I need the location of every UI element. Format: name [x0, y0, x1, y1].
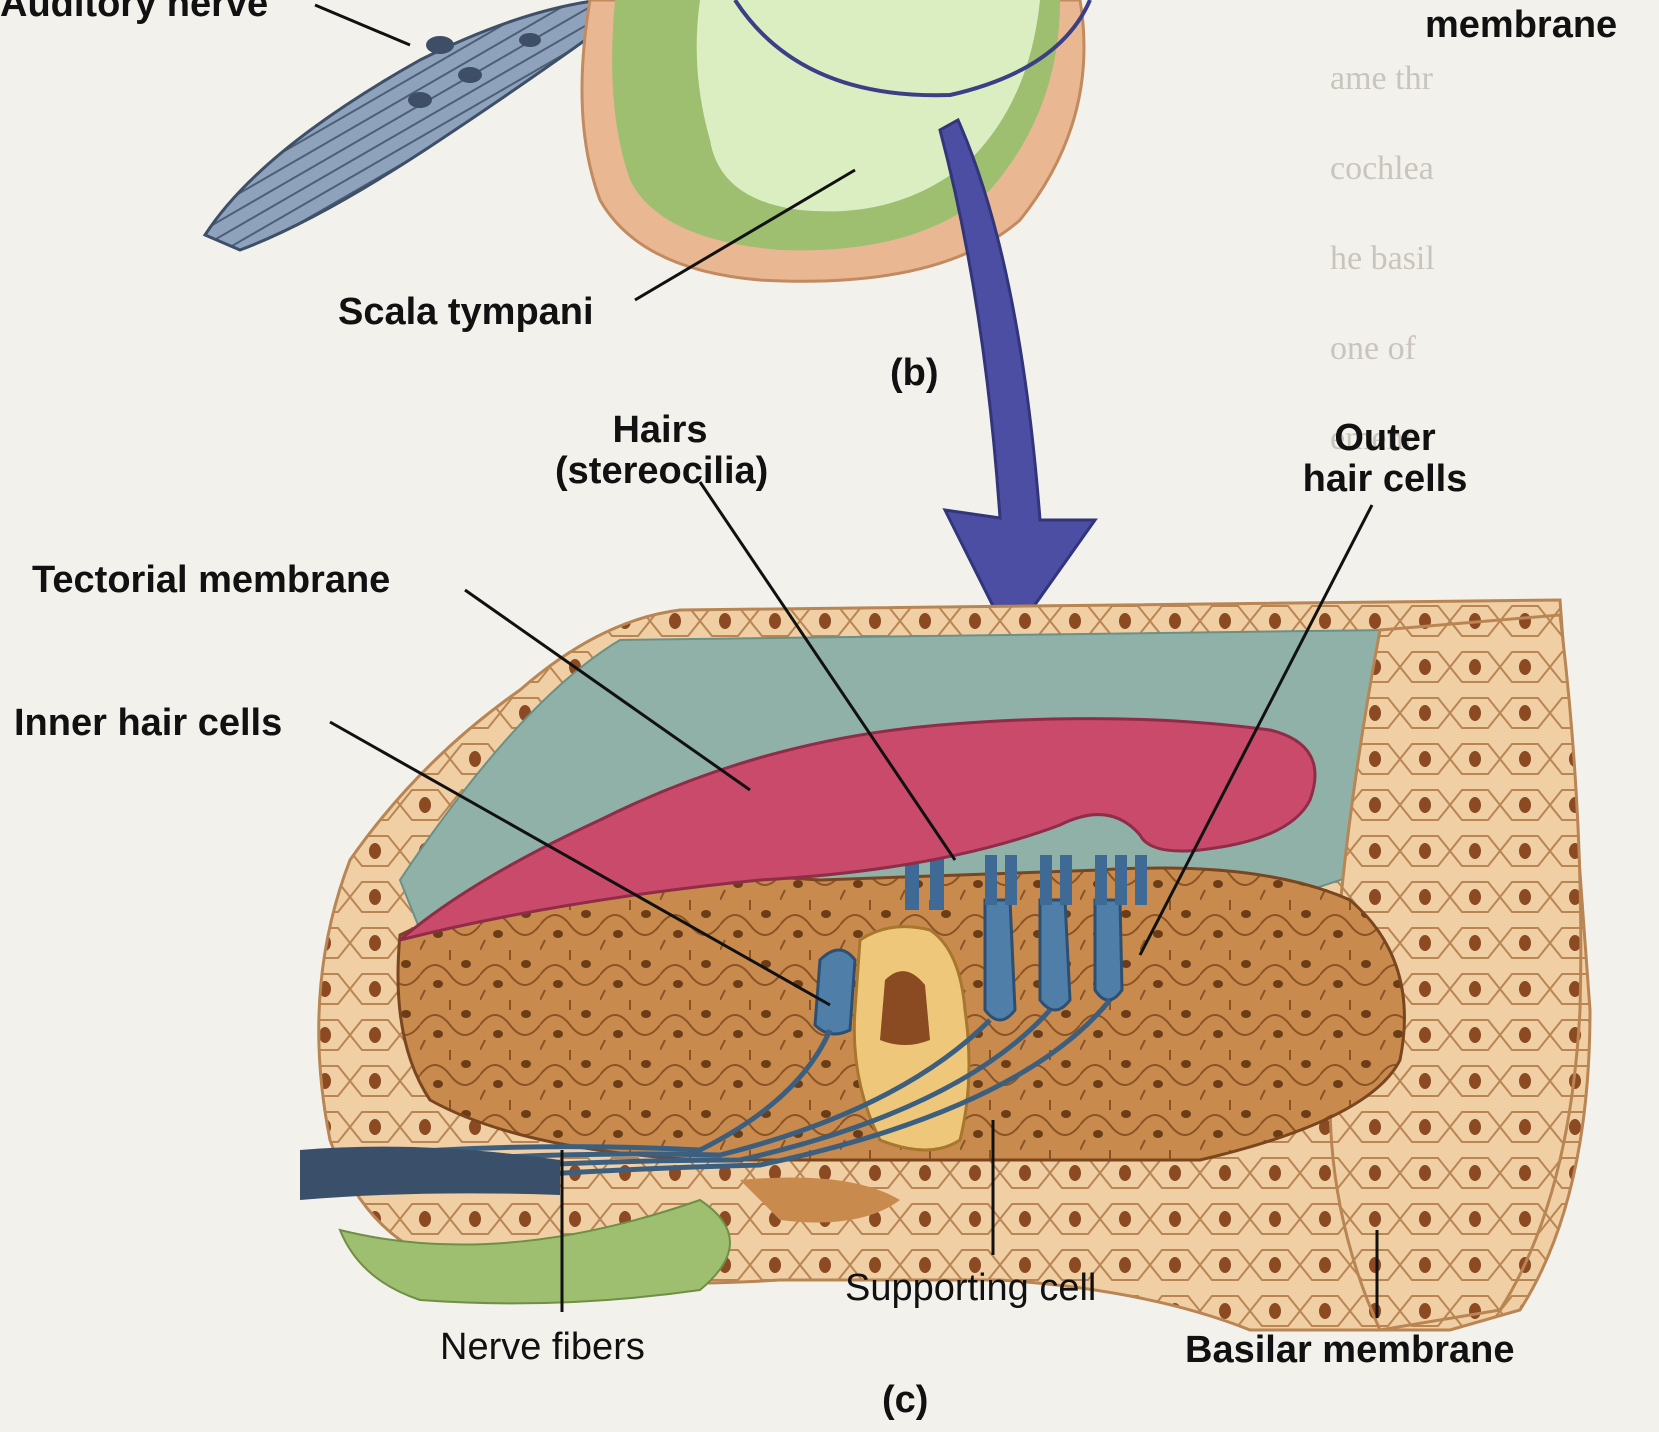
panel-b-label: (b) [890, 353, 939, 394]
label-inner-hair-cells: Inner hair cells [14, 703, 282, 744]
panel-c-label: (c) [882, 1380, 928, 1421]
scala-section-graphic [582, 0, 1090, 281]
label-outer-hair-cells: Outer hair cells [1285, 418, 1485, 500]
label-supporting-cell: Supporting cell [845, 1268, 1096, 1309]
label-nerve-fibers: Nerve fibers [440, 1327, 645, 1368]
label-scala-tympani: Scala tympani [338, 292, 594, 333]
label-membrane-top: membrane [1425, 5, 1617, 46]
label-auditory-nerve: Auditory nerve [0, 0, 268, 25]
label-tectorial-membrane: Tectorial membrane [32, 560, 390, 601]
label-basilar-membrane: Basilar membrane [1185, 1330, 1515, 1371]
label-hairs-stereocilia: Hairs (stereocilia) [555, 410, 765, 492]
organ-of-corti-graphic [300, 600, 1590, 1330]
auditory-nerve-graphic [205, 0, 640, 250]
